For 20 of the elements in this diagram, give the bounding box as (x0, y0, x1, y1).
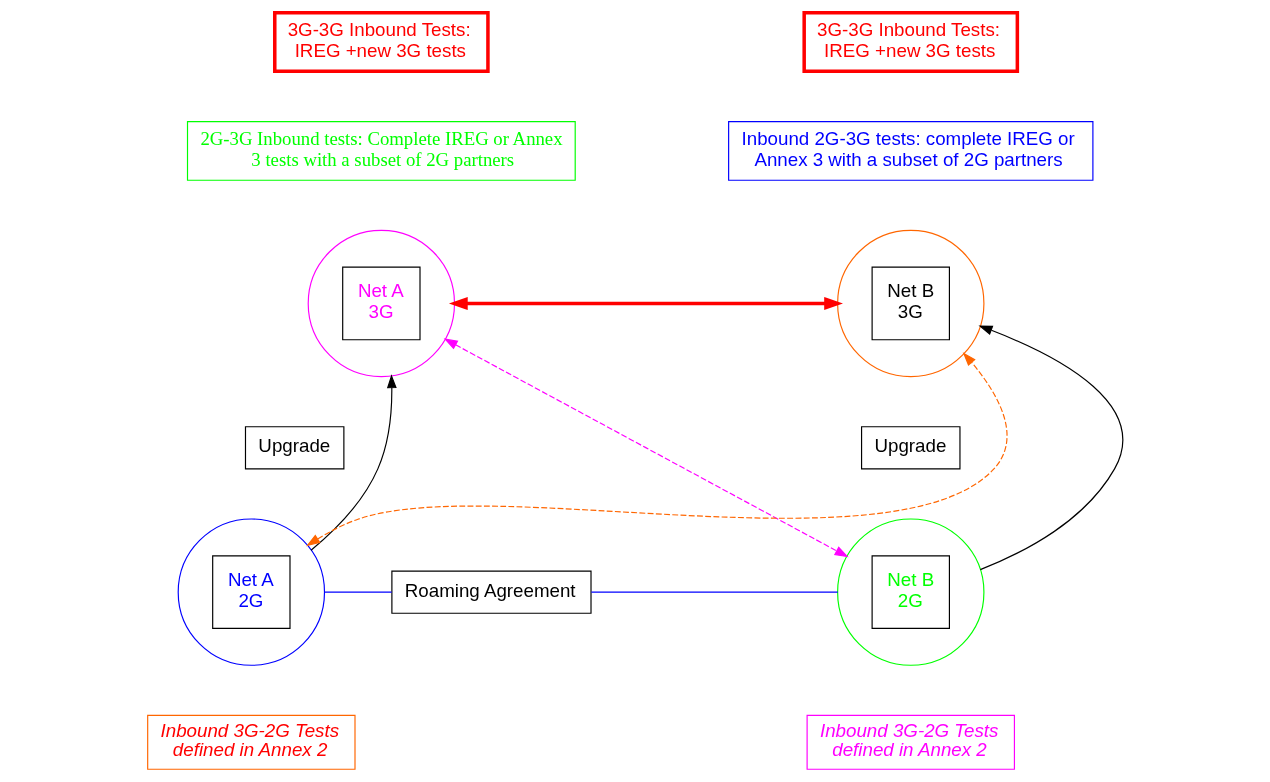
connector (590, 591, 838, 593)
node-box: Roaming Agreement (390, 570, 592, 614)
node-circle: Net B 3G (836, 229, 984, 378)
arrow (305, 352, 1008, 547)
node-circle: Net A 3G (307, 229, 455, 378)
node-box: Upgrade (860, 426, 961, 470)
arrow (443, 338, 849, 558)
node-circle: Net A 2G (177, 518, 325, 666)
node-box: Upgrade (244, 426, 344, 470)
node-circle: Net B 2G (836, 518, 984, 666)
node-box: Inbound 3G-2G Tests defined in Annex 2 (806, 714, 1015, 770)
node-box: 3G-3G Inbound Tests: IREG +new 3G tests (272, 11, 490, 74)
arrow (448, 296, 843, 311)
node-box: 3G-3G Inbound Tests: IREG +new 3G tests (801, 11, 1019, 74)
arrow (977, 325, 1123, 571)
node-box: Inbound 3G-2G Tests defined in Annex 2 (146, 714, 356, 770)
connector (323, 591, 392, 593)
node-box: Inbound 2G-3G tests: complete IREG or Annex 3 with a subset of 2G partners (727, 121, 1093, 181)
node-box: 2G-3G Inbound tests: Complete IREG or Annex 3 tests with a subset of 2G partners (186, 121, 576, 181)
arrow (310, 374, 397, 551)
